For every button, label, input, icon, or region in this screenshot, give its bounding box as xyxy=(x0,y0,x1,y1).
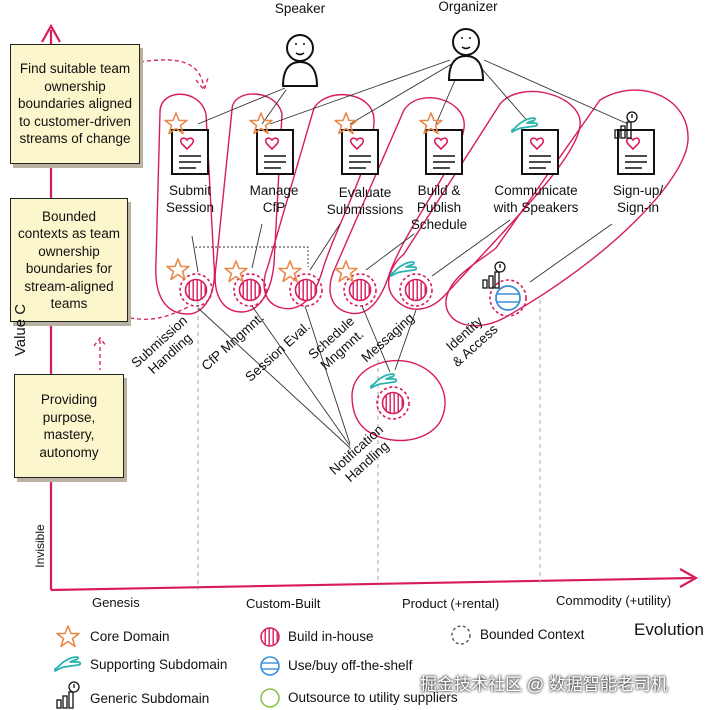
legend-core-icon xyxy=(56,625,80,648)
context-identity-access xyxy=(482,261,527,317)
dependency-lines xyxy=(191,59,629,449)
context-notification-handling xyxy=(370,373,410,420)
capability-doc-icon xyxy=(521,129,559,175)
context-session-eval xyxy=(278,260,323,307)
organizer-label: Organizer xyxy=(438,0,498,14)
legend-generic-label: Generic Subdomain xyxy=(90,691,210,706)
legend-inhouse-label: Build in-house xyxy=(288,629,374,644)
stage-custom-built: Custom-Built xyxy=(246,596,321,611)
legend-inhouse-icon xyxy=(260,627,280,647)
speaker-label: Speaker xyxy=(274,1,326,16)
legend-bounded-icon xyxy=(451,625,471,645)
note-team-boundaries: Find suitable team ownership boundaries … xyxy=(10,44,140,164)
legend-core-label: Core Domain xyxy=(90,629,170,644)
note-arrows xyxy=(93,59,209,370)
note-bounded-contexts: Bounded contexts as team ownership bound… xyxy=(10,198,128,322)
stage-product: Product (+rental) xyxy=(402,596,500,611)
legend-supporting-icon xyxy=(54,656,82,672)
capability-doc-icon xyxy=(256,129,294,175)
organizer-icon xyxy=(448,28,484,81)
capability-doc-icon xyxy=(171,129,209,175)
legend-supporting-label: Supporting Subdomain xyxy=(90,657,228,672)
capability-sign-up-sign-in: Sign-up/Sign-in xyxy=(612,183,664,215)
watermark-text: 掘金技术社区 @ 数据智能老司机 xyxy=(420,675,668,694)
context-submission-handling xyxy=(166,258,213,307)
legend-buy-icon xyxy=(260,656,280,676)
context-messaging xyxy=(390,261,433,307)
legend-bounded-label: Bounded Context xyxy=(480,627,585,642)
context-schedule-mngmnt xyxy=(334,260,377,307)
stage-genesis: Genesis xyxy=(92,595,140,610)
speaker-icon xyxy=(282,34,318,87)
y-axis-bottom-label: Invisible xyxy=(33,524,47,568)
x-axis-label: Evolution xyxy=(634,620,704,639)
legend-generic-icon xyxy=(56,681,80,709)
context-cfp-mngmnt xyxy=(224,260,267,307)
capability-doc-icon xyxy=(617,129,655,175)
note-purpose: Providing purpose, mastery, autonomy xyxy=(14,374,124,478)
legend-buy-label: Use/buy off-the-shelf xyxy=(288,658,413,673)
legend-outsource-icon xyxy=(260,688,280,708)
capability-doc-icon xyxy=(341,129,379,175)
legend-outsource-label: Outsource to utility suppliers xyxy=(288,690,458,705)
capability-doc-icon xyxy=(425,129,463,175)
capability-loops xyxy=(155,89,689,442)
stage-commodity: Commodity (+utility) xyxy=(556,593,672,608)
y-axis-label: Value C xyxy=(12,303,29,357)
